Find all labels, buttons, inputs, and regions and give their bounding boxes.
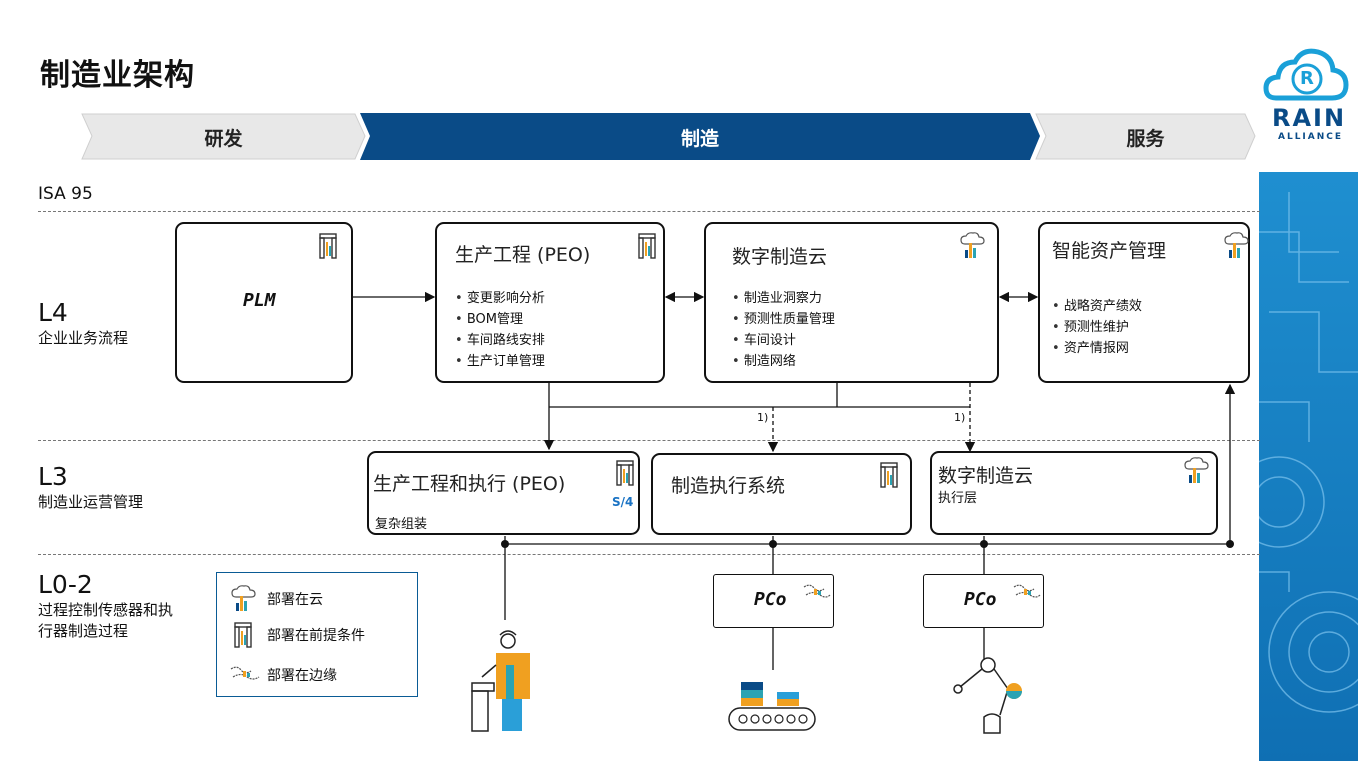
cloud-deploy-icon xyxy=(960,232,985,258)
divider-l3 xyxy=(38,440,1260,441)
onprem-icon xyxy=(234,622,252,648)
mes-box: 制造执行系统 xyxy=(651,453,912,535)
list-item: 制造网络 xyxy=(732,351,835,372)
list-item: 预测性维护 xyxy=(1052,317,1142,338)
peo-list: 变更影响分析 BOM管理 车间路线安排 生产订单管理 xyxy=(455,288,545,372)
level-l3-desc: 制造业运营管理 xyxy=(38,493,144,511)
list-item: 车间设计 xyxy=(732,330,835,351)
level-l4: L4 企业业务流程 xyxy=(38,298,128,349)
legend-box: 部署在云 部署在前提条件 部署在边缘 xyxy=(216,572,418,697)
peo-title: 生产工程 (PEO) xyxy=(455,244,591,266)
dmc-exec-box: 数字制造云 执行层 xyxy=(930,451,1218,535)
phase-service: 服务 xyxy=(1036,112,1255,160)
dmc-exec-title: 数字制造云 xyxy=(938,465,1034,487)
logo-word: RAIN xyxy=(1272,104,1347,132)
phase-manufacturing: 制造 xyxy=(360,112,1040,160)
peo-exec-sub: 复杂组装 xyxy=(375,517,428,532)
divider-l02 xyxy=(38,554,1260,555)
peo-exec-title: 生产工程和执行 (PEO) xyxy=(373,473,566,495)
list-item: 变更影响分析 xyxy=(455,288,545,309)
onprem-icon xyxy=(880,462,898,488)
phase-manufacturing-label: 制造 xyxy=(680,128,719,150)
worker-icon xyxy=(471,630,530,732)
level-l02: L0-2 过程控制传感器和执 行器制造过程 xyxy=(38,570,173,642)
edge-icon xyxy=(1013,584,1041,598)
legend-edge-label: 部署在边缘 xyxy=(267,668,337,684)
footnote-1: 1) xyxy=(757,411,769,424)
page-title: 制造业架构 xyxy=(40,58,195,93)
plm-box: PLM xyxy=(175,222,353,383)
iam-list: 战略资产绩效 预测性维护 资产情报网 xyxy=(1052,296,1142,359)
isa-label: ISA 95 xyxy=(38,184,93,204)
conveyor-icon xyxy=(728,682,816,731)
legend-cloud-label: 部署在云 xyxy=(267,592,323,608)
level-l02-desc-2: 行器制造过程 xyxy=(38,622,129,640)
level-l02-desc-1: 过程控制传感器和执 xyxy=(38,601,174,619)
onprem-icon xyxy=(638,233,656,259)
footnote-2: 1) xyxy=(954,411,966,424)
logo-letter: R xyxy=(1300,68,1314,89)
phase-research-label: 研发 xyxy=(204,128,243,150)
phase-research: 研发 xyxy=(82,112,365,160)
cloud-deploy-icon xyxy=(231,585,256,611)
cloud-deploy-icon xyxy=(1224,232,1249,258)
level-l4-code: L4 xyxy=(38,298,68,327)
onprem-icon xyxy=(319,233,337,259)
pco-label: PCo xyxy=(964,589,997,610)
phase-service-label: 服务 xyxy=(1126,128,1165,150)
dmc-title: 数字制造云 xyxy=(732,246,828,268)
level-l4-desc: 企业业务流程 xyxy=(38,329,129,347)
level-l3: L3 制造业运营管理 xyxy=(38,462,143,513)
list-item: 生产订单管理 xyxy=(455,351,545,372)
list-item: BOM管理 xyxy=(455,309,545,330)
edge-icon xyxy=(803,584,831,598)
circuit-pattern-icon xyxy=(1259,192,1358,713)
iam-title: 智能资产管理 xyxy=(1052,240,1167,262)
pco-box-right: PCo xyxy=(923,574,1044,628)
list-item: 战略资产绩效 xyxy=(1052,296,1142,317)
cloud-deploy-icon xyxy=(1184,457,1209,483)
list-item: 预测性质量管理 xyxy=(732,309,835,330)
list-item: 制造业洞察力 xyxy=(732,288,835,309)
decorative-blue-strip xyxy=(1259,172,1358,761)
robot-arm-icon xyxy=(953,657,1022,734)
peo-box: 生产工程 (PEO) 变更影响分析 BOM管理 车间路线安排 生产订单管理 xyxy=(435,222,665,383)
dmc-list: 制造业洞察力 预测性质量管理 车间设计 制造网络 xyxy=(732,288,835,372)
logo-sub: ALLIANCE xyxy=(1278,132,1344,142)
mes-title: 制造执行系统 xyxy=(671,475,786,497)
legend-onprem-label: 部署在前提条件 xyxy=(267,628,365,644)
pco-box-left: PCo xyxy=(713,574,834,628)
pco-label: PCo xyxy=(754,589,787,610)
level-l02-code: L0-2 xyxy=(38,570,93,599)
onprem-icon xyxy=(616,460,634,486)
list-item: 资产情报网 xyxy=(1052,338,1142,359)
dmc-exec-sub: 执行层 xyxy=(938,491,978,506)
divider-l4 xyxy=(38,211,1260,212)
edge-icon xyxy=(230,666,260,680)
level-l3-code: L3 xyxy=(38,462,68,491)
cloud-logo-icon xyxy=(1263,48,1349,101)
dmc-box: 数字制造云 制造业洞察力 预测性质量管理 车间设计 制造网络 xyxy=(704,222,999,383)
rain-alliance-logo: R RAIN ALLIANCE xyxy=(1262,42,1350,146)
peo-exec-box: 生产工程和执行 (PEO) 复杂组装 S/4 xyxy=(367,451,640,535)
plm-label: PLM xyxy=(243,290,276,311)
list-item: 车间路线安排 xyxy=(455,330,545,351)
iam-box: 智能资产管理 战略资产绩效 预测性维护 资产情报网 xyxy=(1038,222,1250,383)
s4-badge: S/4 xyxy=(612,495,634,509)
